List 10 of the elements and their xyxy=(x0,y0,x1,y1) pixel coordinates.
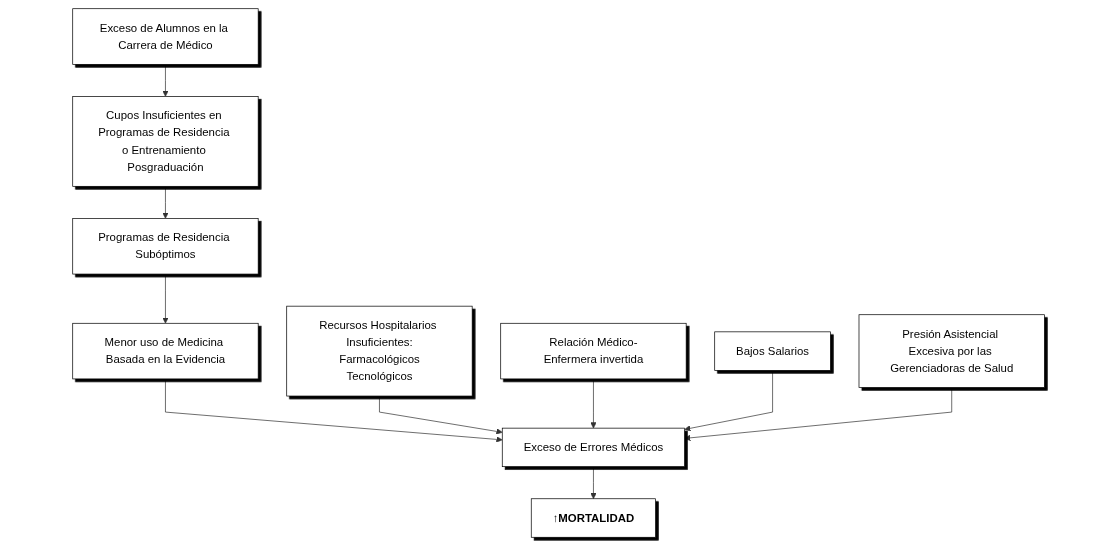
node-box: Cupos Insuficientes en Programas de Residencia o Entrenamiento Posgraduación xyxy=(72,95,259,187)
node-box: Presión Asistencial Excesiva por las Gerenciadoras de Salud xyxy=(859,313,1046,388)
node-box: ↑MORTALIDAD xyxy=(531,497,657,538)
node-box: Menor uso de Medicina Basada en la Evidencia xyxy=(72,322,259,379)
node-box: Exceso de Errores Médicos xyxy=(502,427,686,467)
node-box: Exceso de Alumnos en la Carrera de Médico xyxy=(72,7,259,65)
node-box: Relación Médico-Enfermera invertida xyxy=(500,322,687,379)
node-box: Programas de Residencia Subóptimos xyxy=(72,217,259,274)
node-box: Bajos Salarios xyxy=(714,331,832,371)
node-box: Recursos Hospitalarios Insuficientes: Farmacológicos Tecnológicos xyxy=(286,305,473,396)
